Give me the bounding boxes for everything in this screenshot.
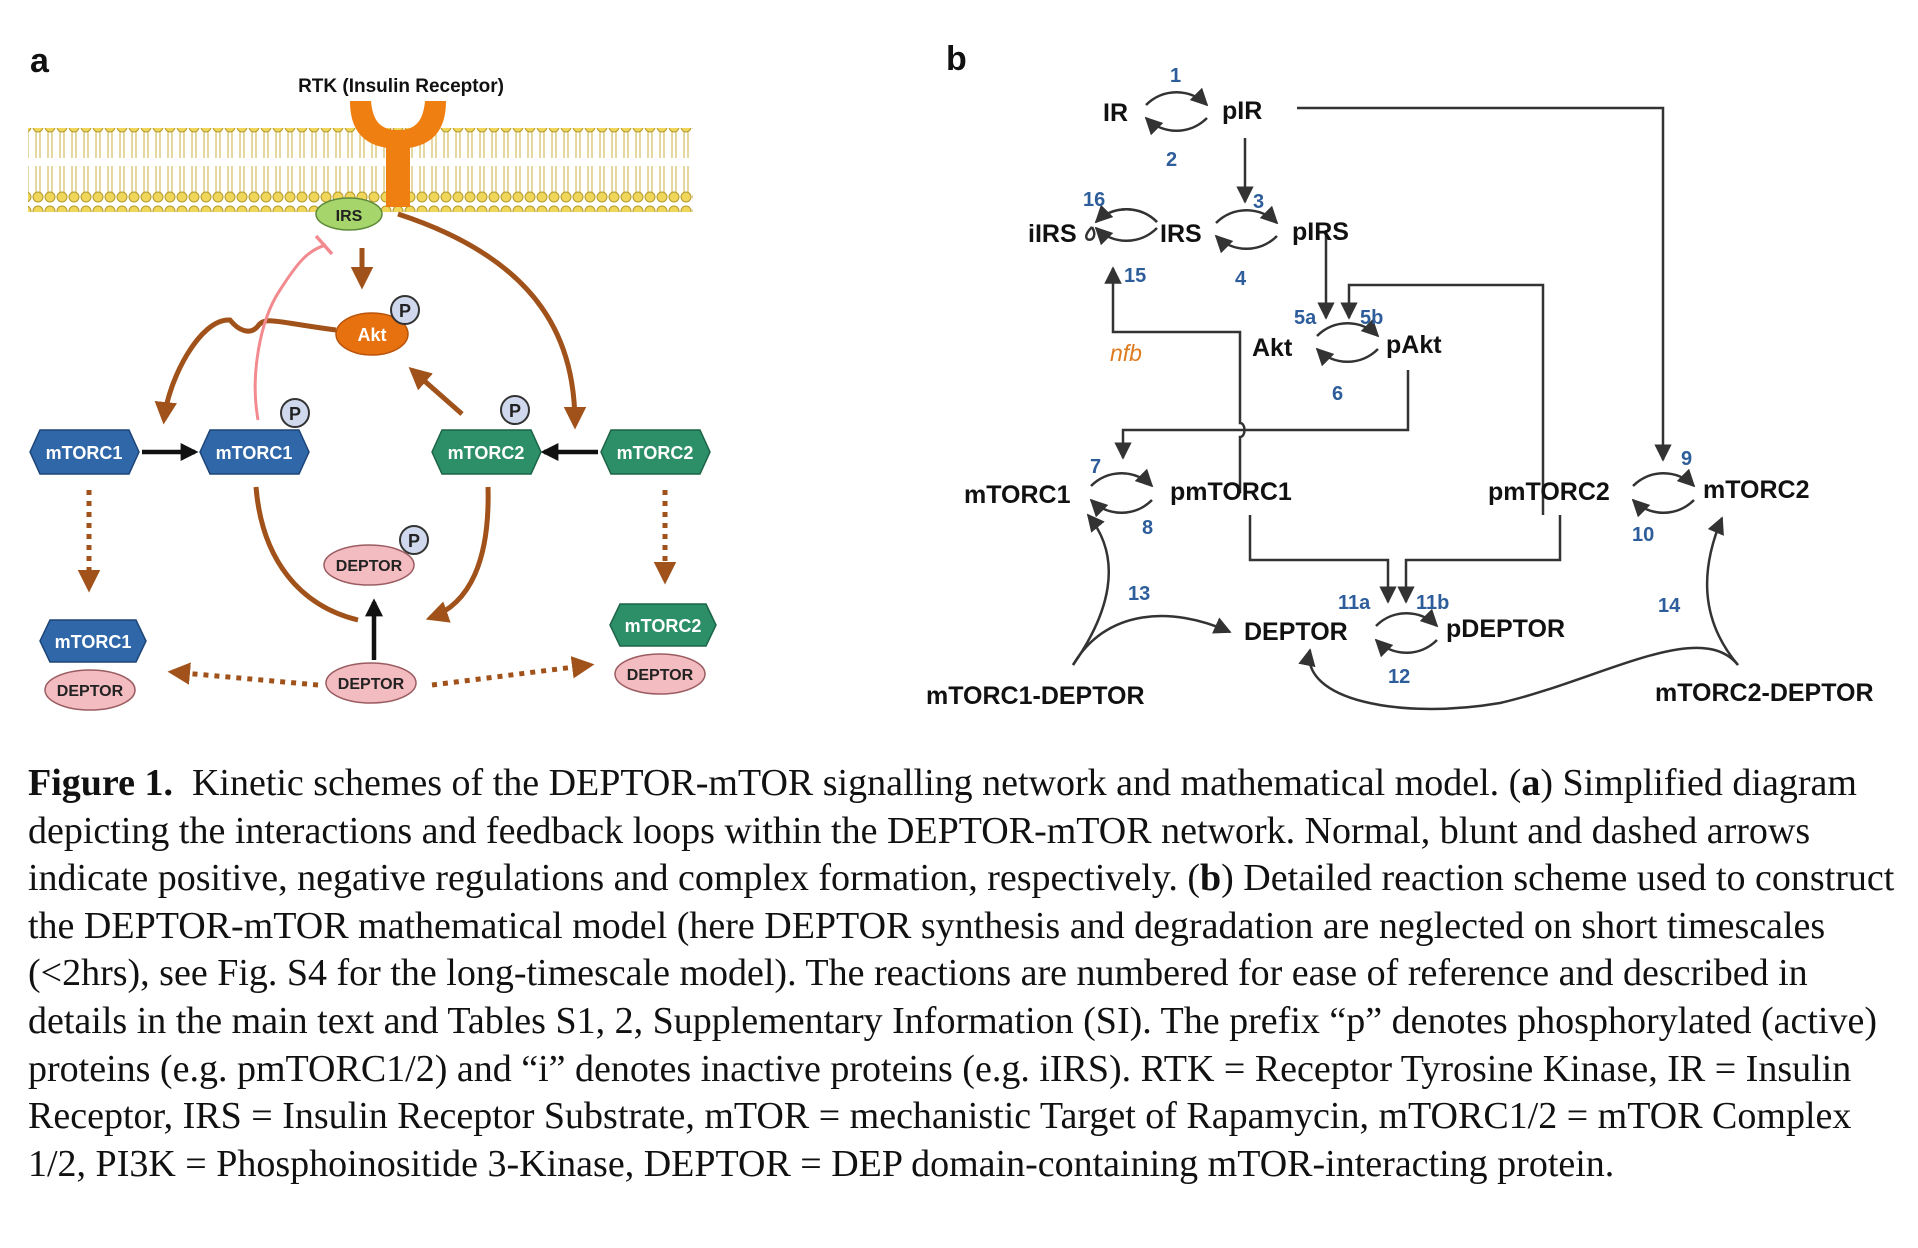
mtorc2-active-label: mTORC2 (448, 443, 525, 463)
caption-label: Figure 1. (28, 762, 173, 804)
irs-inactivation-arrow (1094, 204, 1158, 224)
mtorc2-active-box (431, 429, 542, 475)
reaction-7: 7 (1090, 456, 1101, 478)
mtorc1-phospho (280, 398, 310, 428)
species-deptor: DEPTOR (1244, 618, 1348, 646)
svg-text:P: P (408, 531, 420, 551)
figure-1: a RTK (Insulin Receptor) (28, 40, 1874, 711)
mtorc1-active-label: mTORC1 (216, 443, 293, 463)
reaction-12: 12 (1388, 666, 1410, 688)
panel-b-letter: b (946, 40, 967, 78)
species-pir: pIR (1222, 97, 1262, 125)
species-irs: IRS (1160, 220, 1202, 248)
inhibition-bar (314, 234, 334, 256)
deptor-phospho (399, 525, 429, 555)
reaction-15: 15 (1124, 265, 1146, 287)
complex1-mtorc1 (39, 619, 147, 663)
species-mtorc1-deptor: mTORC1-DEPTOR (926, 682, 1145, 710)
deptor-p-label: DEPTOR (336, 558, 403, 575)
complex2-deptor (614, 653, 706, 695)
species-pmtorc2: pmTORC2 (1488, 478, 1610, 506)
species-pmtorc1: pmTORC1 (1170, 478, 1292, 506)
complex2-mtorc2 (609, 603, 717, 647)
deptor-label: DEPTOR (338, 676, 405, 693)
figure-caption: Figure 1. Kinetic schemes of the DEPTOR-… (28, 760, 1898, 1188)
species-pakt: pAkt (1386, 331, 1442, 359)
reaction-9: 9 (1681, 448, 1692, 470)
svg-text:P: P (509, 401, 521, 421)
complex2-deptor-label: DEPTOR (627, 667, 694, 684)
reaction-11b: 11b (1416, 592, 1449, 614)
panel-b-reversible (1085, 87, 1696, 658)
cell-membrane (28, 128, 693, 212)
panel-a-letter: a (30, 42, 50, 80)
reaction-13: 13 (1128, 583, 1150, 605)
caption-text-2: ) Simplified diagram depicting the inter… (28, 762, 1857, 900)
reaction-4: 4 (1235, 268, 1247, 290)
reaction-5b: 5b (1360, 307, 1383, 329)
caption-paragraph: Figure 1. Kinetic schemes of the DEPTOR-… (28, 760, 1898, 1188)
mtorc2-phospho (500, 395, 530, 425)
reaction-11a: 11a (1338, 592, 1371, 614)
svg-text:P: P (399, 301, 411, 321)
mtorc1-box (29, 429, 140, 475)
species-akt: Akt (1252, 334, 1293, 362)
irs-label: IRS (336, 208, 363, 225)
panel-a-dashed (77, 490, 677, 688)
deptor-node (325, 662, 417, 704)
species-pdeptor: pDEPTOR (1446, 615, 1565, 643)
receptor-label: RTK (Insulin Receptor) (298, 76, 504, 97)
reaction-8: 8 (1142, 517, 1153, 539)
caption-panel-a-ref: a (1521, 762, 1541, 804)
species-pirs: pIRS (1292, 218, 1349, 246)
species-iirs: iIRS (1028, 220, 1077, 248)
species-mtorc2: mTORC2 (1703, 476, 1810, 504)
complex1-mtorc1-label: mTORC1 (55, 632, 132, 652)
phospho-badges: P P P P (280, 295, 530, 555)
mtorc2-label: mTORC2 (617, 443, 694, 463)
deptor-p-node (323, 544, 415, 586)
akt-phospho (390, 295, 420, 325)
species-ir: IR (1103, 99, 1128, 127)
caption-text-3: ) Detailed reaction scheme used to const… (28, 857, 1895, 1185)
insulin-receptor (350, 101, 446, 207)
mtorc1-active-box (199, 429, 310, 475)
akt-node (335, 312, 409, 356)
panel-a-black-arrows (142, 443, 598, 660)
reaction-16: 16 (1083, 189, 1105, 211)
panel-b: b (926, 40, 1874, 711)
reaction-14: 14 (1658, 595, 1681, 617)
panel-b-complex-curves (1071, 513, 1739, 711)
complex1-deptor-label: DEPTOR (57, 683, 124, 700)
reaction-5a: 5a (1294, 307, 1317, 329)
panel-a: a RTK (Insulin Receptor) (28, 42, 717, 711)
reaction-1: 1 (1170, 65, 1181, 87)
nfb-label: nfb (1110, 340, 1142, 366)
species-mtorc1: mTORC1 (964, 481, 1071, 509)
panel-b-connectors (1104, 106, 1672, 604)
panel-a-arrows (154, 211, 587, 623)
akt-label: Akt (357, 325, 386, 345)
reaction-6: 6 (1332, 383, 1343, 405)
mtorc2-box (600, 429, 711, 475)
caption-panel-b-ref: b (1200, 857, 1222, 900)
reaction-2: 2 (1166, 149, 1177, 171)
irs-node (315, 197, 383, 231)
reaction-3: 3 (1253, 191, 1264, 213)
species-mtorc2-deptor: mTORC2-DEPTOR (1655, 679, 1874, 707)
caption-text-1: Kinetic schemes of the DEPTOR-mTOR signa… (191, 762, 1522, 804)
inhibition-line (253, 243, 327, 421)
complex2-mtorc2-label: mTORC2 (625, 616, 702, 636)
svg-text:P: P (289, 404, 301, 424)
complex1-deptor (44, 669, 136, 711)
reaction-10: 10 (1632, 524, 1654, 546)
mtorc1-label: mTORC1 (46, 443, 123, 463)
